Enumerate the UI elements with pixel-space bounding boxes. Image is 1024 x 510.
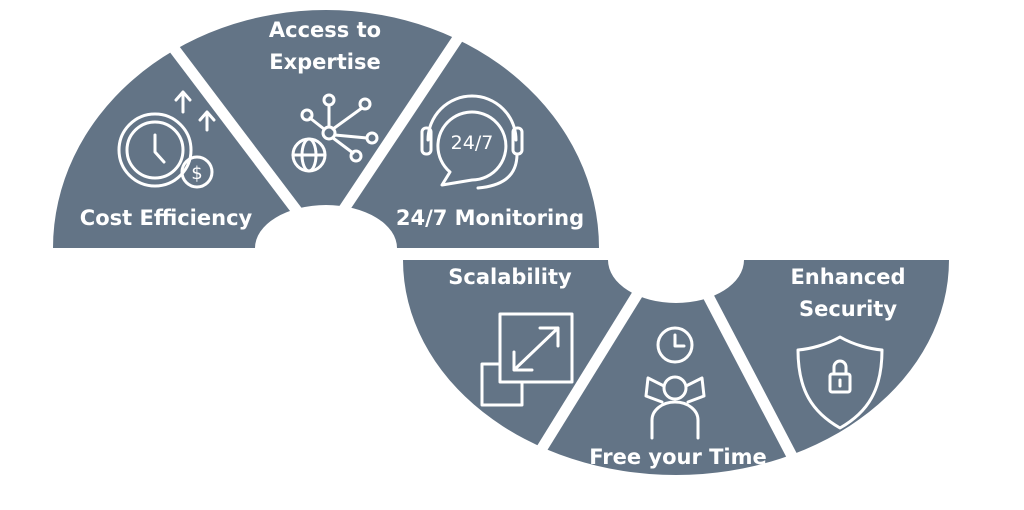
segment-cost-efficiency: $ Cost Efficiency (80, 90, 253, 230)
segment-label: 24/7 Monitoring (396, 206, 584, 230)
icon-text-24-7: 24/7 (451, 132, 494, 154)
shield-lock-icon (796, 335, 884, 430)
segment-label-line2: Expertise (269, 50, 381, 74)
segment-label-line2: Security (799, 297, 897, 321)
segment-label: Free your Time (589, 445, 767, 469)
segment-enhanced-security: Enhanced Security (790, 265, 906, 430)
segment-dividers (155, 16, 820, 503)
segment-24-7-monitoring: 24/7 24/7 Monitoring (396, 94, 584, 230)
relaxing-person-clock-icon (644, 326, 706, 440)
segment-label: Scalability (448, 265, 572, 289)
segment-label-line1: Access to (269, 18, 381, 42)
segment-label: Cost Efficiency (80, 206, 253, 230)
segment-access-to-expertise: Access to Expertise (269, 18, 381, 173)
resize-arrows-icon (480, 312, 574, 407)
segment-label-line1: Enhanced (790, 265, 905, 289)
segment-scalability: Scalability (448, 265, 574, 407)
headset-24-7-icon (420, 94, 524, 190)
dollar-glyph: $ (191, 163, 202, 184)
clock-dollar-icon (117, 90, 216, 189)
segment-free-your-time: Free your Time (589, 326, 767, 469)
globe-network-icon (291, 93, 379, 173)
bottom-arc (403, 260, 949, 475)
